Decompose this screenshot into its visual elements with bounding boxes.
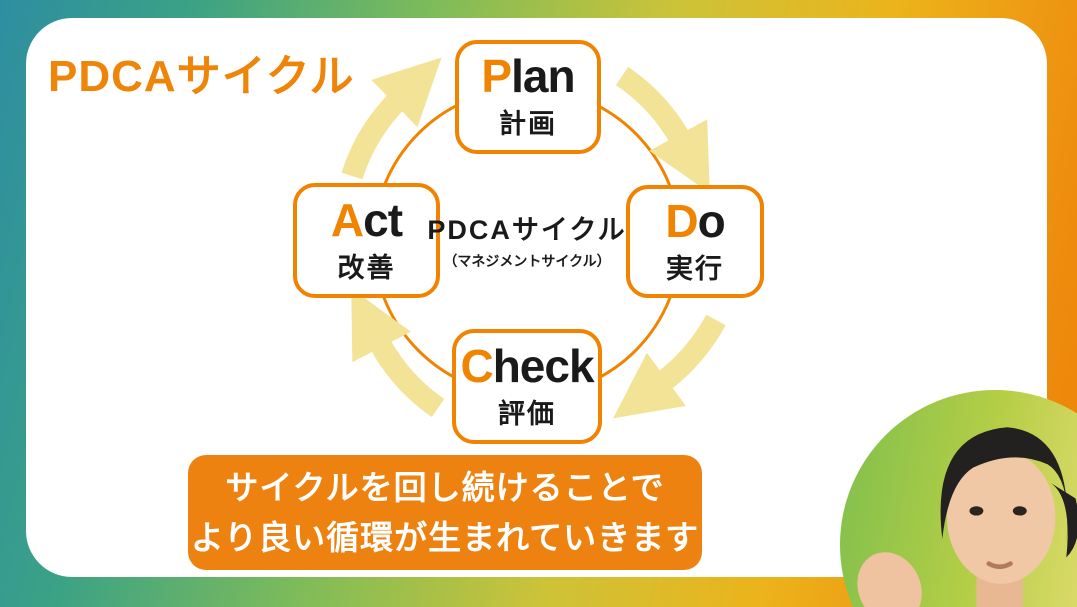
plan-rest: lan: [511, 50, 575, 102]
do-initial: D: [665, 194, 698, 247]
page-title: PDCAサイクル: [48, 52, 355, 101]
presenter-illustration: [857, 427, 1077, 607]
do-jp-label: 実行: [666, 253, 724, 284]
cycle-center-sub: （マネジメントサイクル）: [443, 253, 611, 269]
plan-jp-label: 計画: [499, 109, 557, 139]
summary-banner-line1: サイクルを回し続けることで: [225, 469, 665, 506]
summary-banner-line2: より良い循環が生まれていきます: [190, 518, 700, 556]
presenter-photo: [840, 390, 1077, 607]
cycle-center-main: PDCAサイクル: [427, 215, 627, 245]
summary-banner: サイクルを回し続けることで より良い循環が生まれていきます: [188, 455, 702, 570]
plan-initial: P: [481, 50, 512, 102]
check-jp-label: 評価: [498, 398, 556, 429]
plan-label: Plan: [481, 50, 575, 102]
act-initial: A: [330, 193, 364, 246]
pdca-box-plan: Plan 計画: [455, 40, 601, 154]
check-initial: C: [460, 339, 493, 392]
check-label: Check: [460, 339, 595, 392]
check-rest: heck: [492, 339, 595, 392]
do-label: Do: [665, 194, 726, 247]
cycle-center-label: PDCAサイクル （マネジメントサイクル）: [407, 208, 647, 271]
act-jp-label: 改善: [337, 252, 396, 283]
pdca-box-act: Act 改善: [293, 183, 440, 298]
act-rest: ct: [363, 193, 403, 246]
pdca-box-do: Do 実行: [626, 185, 764, 298]
act-label: Act: [330, 193, 403, 246]
do-rest: o: [697, 194, 726, 247]
pdca-box-check: Check 評価: [452, 329, 602, 444]
